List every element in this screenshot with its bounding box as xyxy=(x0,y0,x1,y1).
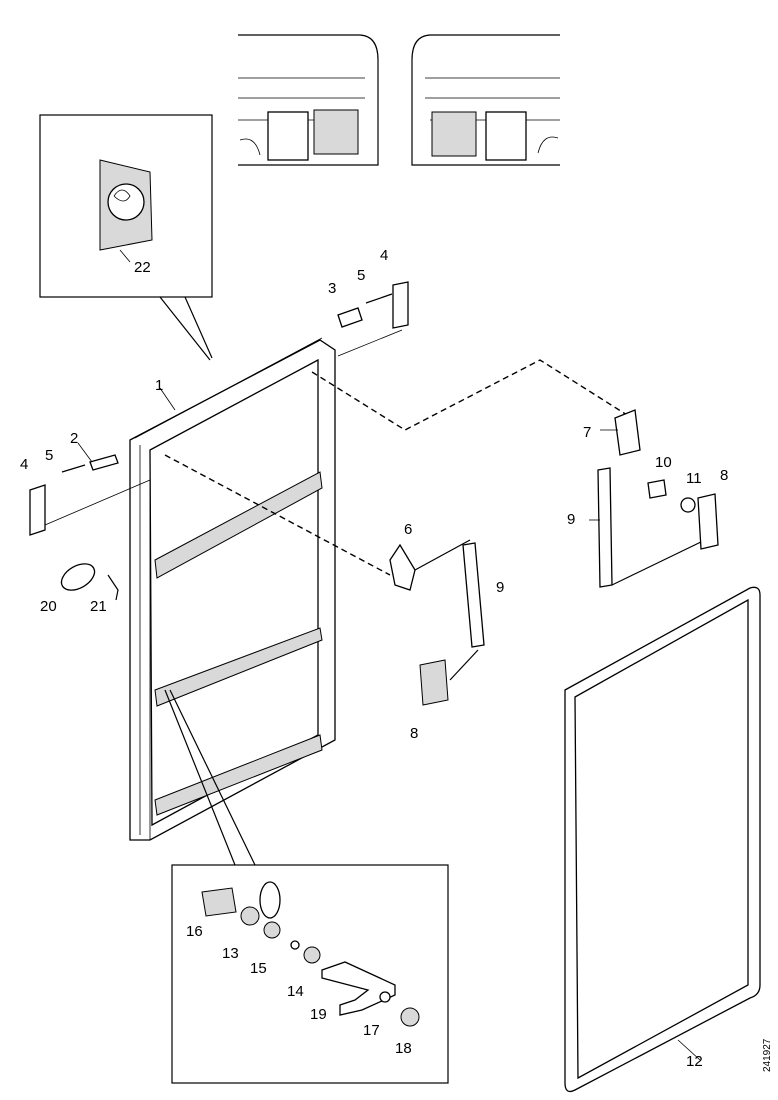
callout-labels: 1 2 3 4 4 5 5 6 7 8 8 9 9 10 11 12 13 14… xyxy=(20,247,773,1072)
lock-cylinder-part-15 xyxy=(259,881,281,939)
fridge-top-left-view xyxy=(238,34,379,166)
cover-part-20 xyxy=(60,563,96,591)
callout-14: 14 xyxy=(287,983,304,1000)
gas-strut-part-9-right xyxy=(597,467,706,588)
spring-part-14 xyxy=(290,940,321,964)
washer-part-13 xyxy=(240,906,260,926)
callout-11: 11 xyxy=(686,470,702,487)
door-frame-part-1 xyxy=(129,337,336,841)
callout-5-right: 5 xyxy=(357,267,365,284)
door-shelf-upper xyxy=(154,471,323,579)
view-highlight-box-right xyxy=(485,111,527,161)
gas-strut-part-9-center xyxy=(414,539,485,681)
pin-part-11 xyxy=(680,497,696,513)
callout-15: 15 xyxy=(250,960,267,977)
callout-10: 10 xyxy=(655,454,672,471)
assembly-line-lower xyxy=(164,454,391,576)
hinge-bracket-part-6 xyxy=(389,543,416,591)
hinge-part-4-right xyxy=(392,281,409,329)
callout-19: 19 xyxy=(310,1006,327,1023)
door-gasket-part-12 xyxy=(564,586,761,1093)
latch-arm-part-19 xyxy=(321,961,396,1016)
callout-20: 20 xyxy=(40,598,57,615)
callout-5-left: 5 xyxy=(45,447,53,464)
callout-1: 1 xyxy=(155,377,163,394)
screw-part-5-left xyxy=(61,464,86,473)
leader-lines xyxy=(77,387,701,1061)
nut-part-18 xyxy=(400,1007,420,1027)
callout-4-left: 4 xyxy=(20,456,28,473)
door-shelf-lower xyxy=(154,734,323,816)
screw-part-5-right xyxy=(365,293,393,304)
bracket-part-2 xyxy=(89,454,119,471)
cap-part-10 xyxy=(647,479,667,499)
fridge-top-right-view xyxy=(411,34,560,166)
hinge-plate-part-8-lower xyxy=(419,659,449,706)
callout-22: 22 xyxy=(134,259,151,276)
callout-6: 6 xyxy=(404,521,412,538)
callout-4-right: 4 xyxy=(380,247,388,264)
callout-18: 18 xyxy=(395,1040,412,1057)
callout-3: 3 xyxy=(328,280,336,297)
clip-part-3 xyxy=(337,307,363,328)
callout-9-right: 9 xyxy=(567,511,575,528)
callout-8-lower: 8 xyxy=(410,725,418,742)
lock-housing-part-16 xyxy=(201,887,237,917)
hinge-part-4-left xyxy=(29,484,46,536)
callout-7: 7 xyxy=(583,424,591,441)
clip-part-17 xyxy=(379,991,391,1003)
callout-9-center: 9 xyxy=(496,579,504,596)
callout-21: 21 xyxy=(90,598,107,615)
door-shelf-middle xyxy=(154,627,323,707)
assembly-line-upper xyxy=(311,359,636,431)
hinge-plate-part-8-right xyxy=(697,493,719,550)
callout-13: 13 xyxy=(222,945,239,962)
view-highlight-box-left xyxy=(267,111,309,161)
inset-box-22 xyxy=(39,114,213,361)
callout-12: 12 xyxy=(686,1053,703,1070)
hinge-bracket-part-7 xyxy=(614,409,641,456)
figure-code: 241927 xyxy=(762,1038,773,1072)
inset-box-lower xyxy=(164,689,449,1084)
screw-part-21 xyxy=(107,574,119,601)
callout-16: 16 xyxy=(186,923,203,940)
callout-8-right: 8 xyxy=(720,467,728,484)
callout-2: 2 xyxy=(70,430,78,447)
callout-17: 17 xyxy=(363,1022,380,1039)
